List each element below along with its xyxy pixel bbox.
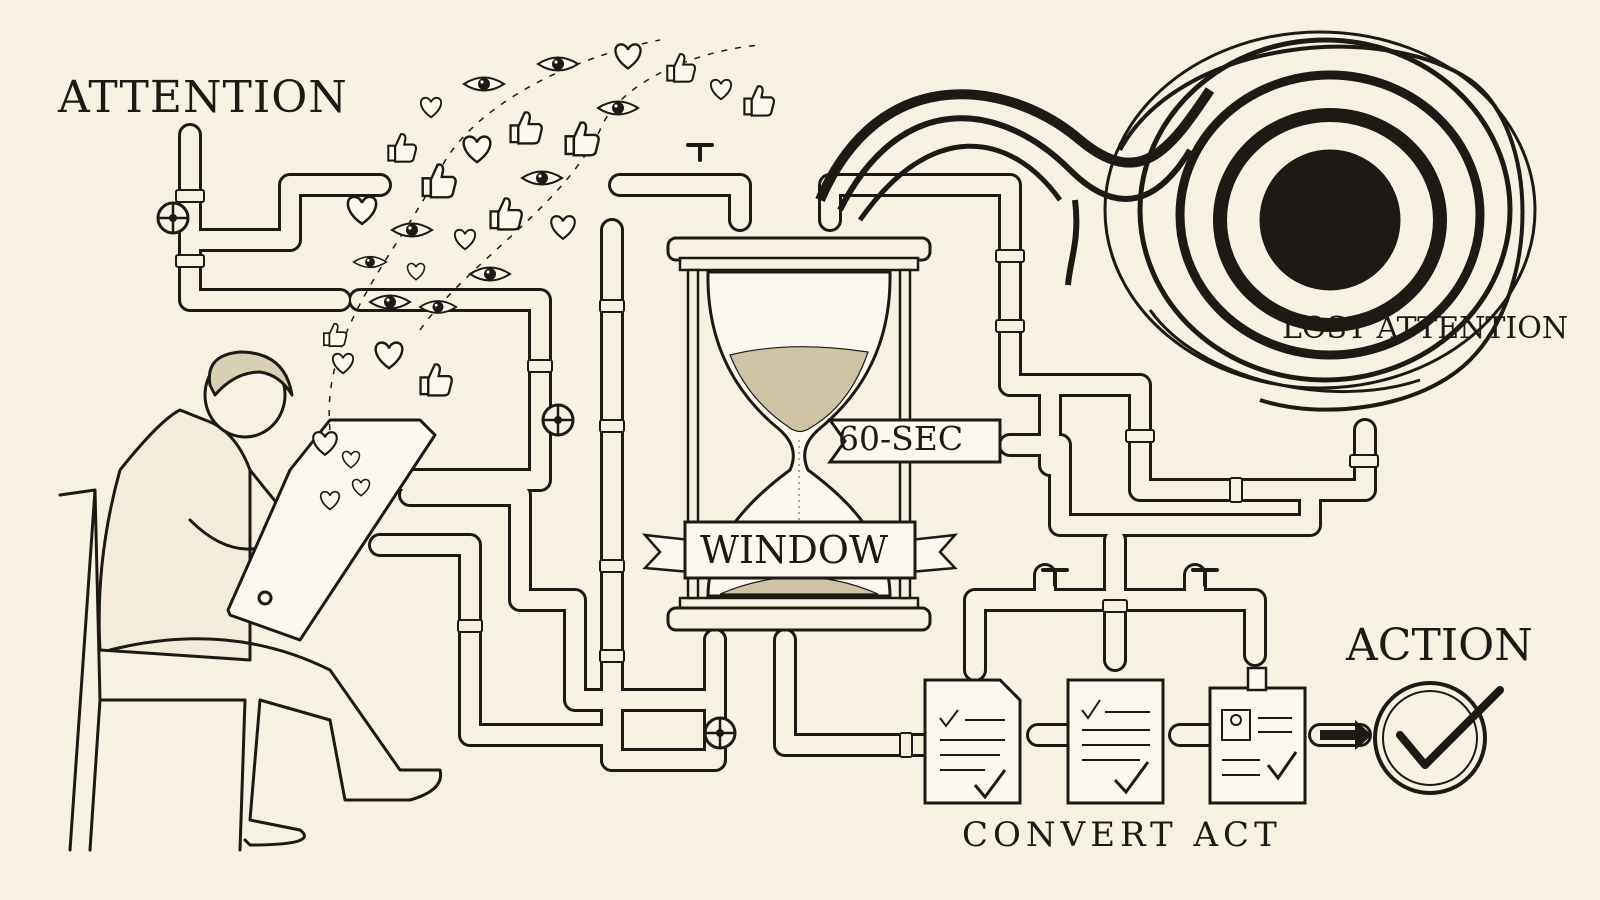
vortex-icon: [815, 30, 1537, 412]
sixty-sec-banner: [827, 418, 1002, 464]
person-with-tablet: [58, 350, 443, 852]
action-label: ACTION: [1346, 620, 1533, 671]
hourglass-icon: [666, 236, 932, 632]
id-badge-document-icon: [1208, 666, 1307, 805]
faucet-icon: [686, 143, 1219, 587]
sixty-sec-label: 60-SEC: [838, 419, 964, 458]
window-label: WINDOW: [700, 528, 888, 572]
convert-act-label: CONVERT ACT: [962, 815, 1282, 855]
form-document-icon: [923, 678, 1022, 805]
lost-attention-label: LOST ATTENTION: [1282, 311, 1569, 346]
checkmark-circle-icon: [1373, 681, 1504, 795]
eye-icon: [352, 56, 639, 314]
window-banner: [641, 520, 959, 580]
attention-label: ATTENTION: [58, 72, 348, 123]
checklist-document-icon: [1066, 678, 1165, 805]
arrow-to-action: [1320, 720, 1372, 750]
pipe-network: [156, 123, 1379, 772]
